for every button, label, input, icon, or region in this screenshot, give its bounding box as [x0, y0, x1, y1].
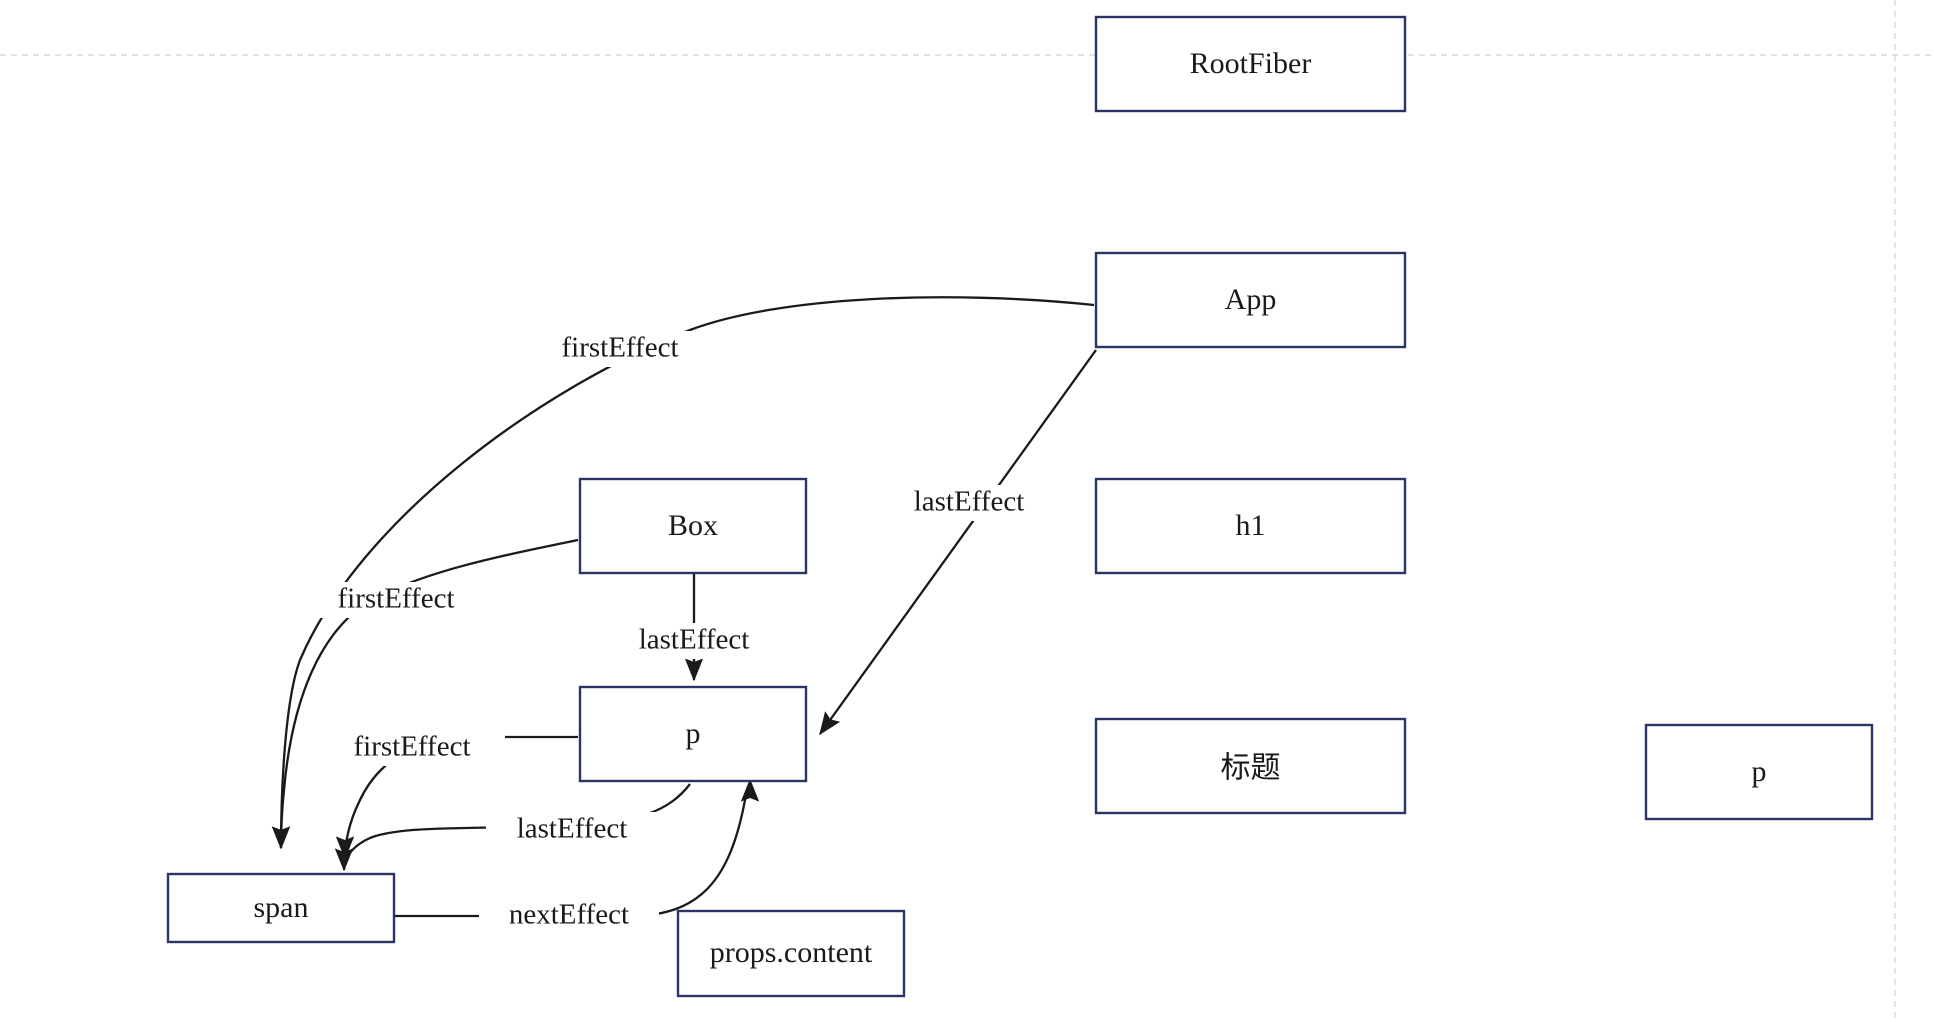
node-title-cjk-label: 标题 [1221, 751, 1281, 786]
node-span[interactable]: span [166, 872, 396, 944]
edge-label-text: lastEffect [517, 813, 628, 845]
node-rootfiber[interactable]: RootFiber [1094, 15, 1407, 113]
edge-label-text: nextEffect [509, 899, 629, 931]
node-h1[interactable]: h1 [1094, 477, 1407, 575]
node-box-label: Box [668, 509, 718, 542]
edge-label-app-firstEffect-span: firstEffect [527, 331, 713, 367]
edge-labels-layer: firstEffect lastEffect firstEffect lastE… [303, 331, 1055, 934]
node-p-right-rect[interactable] [1644, 723, 1874, 821]
edge-app-firstEffect-span[interactable] [271, 296, 1095, 850]
node-span-rect[interactable] [166, 872, 396, 944]
edge-label-box-firstEffect-span: firstEffect [303, 582, 489, 618]
edge-label-p-lastEffect-span: lastEffect [486, 812, 658, 848]
node-app-rect[interactable] [1094, 251, 1407, 349]
edge-label-text: firstEffect [337, 583, 454, 615]
edge-label-box-lastEffect-p: lastEffect [608, 623, 780, 659]
edge-p-lastEffect-span[interactable] [334, 783, 691, 872]
node-h1-label: h1 [1236, 509, 1266, 542]
node-box-rect[interactable] [578, 477, 808, 575]
nodes-layer: RootFiber App h1 标题 p Box [166, 15, 1874, 998]
node-title-cjk[interactable]: 标题 [1094, 717, 1407, 815]
node-h1-rect[interactable] [1094, 477, 1407, 575]
node-p-mid[interactable]: p [578, 685, 808, 783]
edge-box-firstEffect-span[interactable] [271, 538, 579, 850]
node-app[interactable]: App [1094, 251, 1407, 349]
edge-label-p-firstEffect-span: firstEffect [319, 730, 505, 766]
node-props-content[interactable]: props.content [676, 909, 906, 998]
node-p-mid-rect[interactable] [578, 685, 808, 783]
edge-span-nextEffect-p[interactable] [394, 778, 760, 918]
edge-app-lastEffect-p[interactable] [819, 349, 1097, 736]
node-box[interactable]: Box [578, 477, 808, 575]
node-rootfiber-rect[interactable] [1094, 15, 1407, 113]
edge-label-text: lastEffect [639, 624, 750, 656]
edge-label-app-lastEffect-p: lastEffect [883, 485, 1055, 521]
node-title-cjk-rect[interactable] [1094, 717, 1407, 815]
edge-label-span-nextEffect-p: nextEffect [479, 898, 659, 934]
node-props-content-label: props.content [710, 936, 873, 969]
node-p-mid-label: p [686, 717, 701, 750]
edge-label-text: lastEffect [914, 486, 1025, 518]
node-props-content-rect[interactable] [676, 909, 906, 998]
edge-label-text: firstEffect [561, 332, 678, 364]
node-app-label: App [1225, 283, 1277, 316]
node-rootfiber-label: RootFiber [1190, 47, 1312, 80]
node-p-right[interactable]: p [1644, 723, 1874, 821]
edge-label-text: firstEffect [353, 731, 470, 763]
node-p-right-label: p [1752, 755, 1767, 788]
node-span-label: span [254, 891, 309, 924]
